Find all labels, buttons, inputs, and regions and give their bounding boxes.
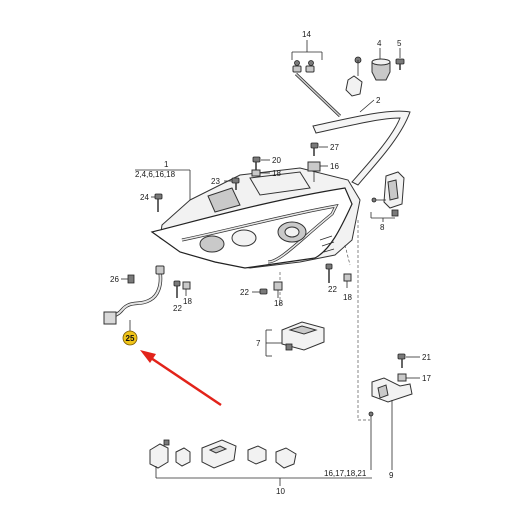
part-5-screw: 5 <box>395 39 405 70</box>
part-25-wiring-harness: 25 <box>103 265 165 346</box>
label-18b: 18 <box>183 297 192 306</box>
part-22-18-lower-left: 22 18 <box>173 280 192 313</box>
part-22-18-right: 22 18 <box>325 263 352 302</box>
part-7-control-unit: 7 <box>256 321 325 357</box>
label-14: 14 <box>302 30 311 39</box>
part-1-headlight: 1 2,4,6,16,18 <box>135 160 361 269</box>
label-10-sub: 16,17,18,21 <box>324 469 367 478</box>
part-2-trim-strip: 2 <box>312 96 411 186</box>
label-5: 5 <box>397 39 402 48</box>
label-27: 27 <box>330 143 339 152</box>
label-18a: 18 <box>272 169 281 178</box>
part-10-bracket-row: 10 16,17,18,21 <box>149 439 372 496</box>
label-22a: 22 <box>173 304 182 313</box>
label-9: 9 <box>389 471 394 480</box>
label-18c: 18 <box>274 299 283 308</box>
part-14-group: 14 <box>291 30 342 118</box>
label-17: 17 <box>422 374 431 383</box>
label-18d: 18 <box>343 293 352 302</box>
part-27-screw: 27 <box>310 142 339 156</box>
red-indicator-arrow <box>140 350 222 407</box>
part-4-bulb: 4 <box>345 39 391 97</box>
label-23: 23 <box>211 177 220 186</box>
part-23-screw: 23 <box>211 177 240 190</box>
label-20: 20 <box>272 156 281 165</box>
part-22-18-middle: 22 18 <box>240 281 283 308</box>
part-24-bolt: 24 <box>140 193 163 212</box>
label-21: 21 <box>422 353 431 362</box>
part-25-badge <box>122 330 138 346</box>
part-20-screw: 20 18 <box>251 156 281 178</box>
label-7: 7 <box>256 339 261 348</box>
label-1: 1 <box>164 160 169 169</box>
label-26: 26 <box>110 275 119 284</box>
part-8-module: 8 <box>370 171 405 232</box>
label-4: 4 <box>377 39 382 48</box>
label-22b: 22 <box>240 288 249 297</box>
part-26-clip: 26 <box>110 274 135 284</box>
label-22c: 22 <box>328 285 337 294</box>
label-8: 8 <box>380 223 385 232</box>
label-24: 24 <box>140 193 149 202</box>
part-9-bracket: 21 17 9 <box>368 353 431 480</box>
label-16: 16 <box>330 162 339 171</box>
label-2: 2 <box>376 96 381 105</box>
label-1-sub: 2,4,6,16,18 <box>135 170 176 179</box>
label-25: 25 <box>126 334 135 343</box>
part-16-bracket: 16 <box>307 161 339 182</box>
label-10: 10 <box>276 487 285 496</box>
